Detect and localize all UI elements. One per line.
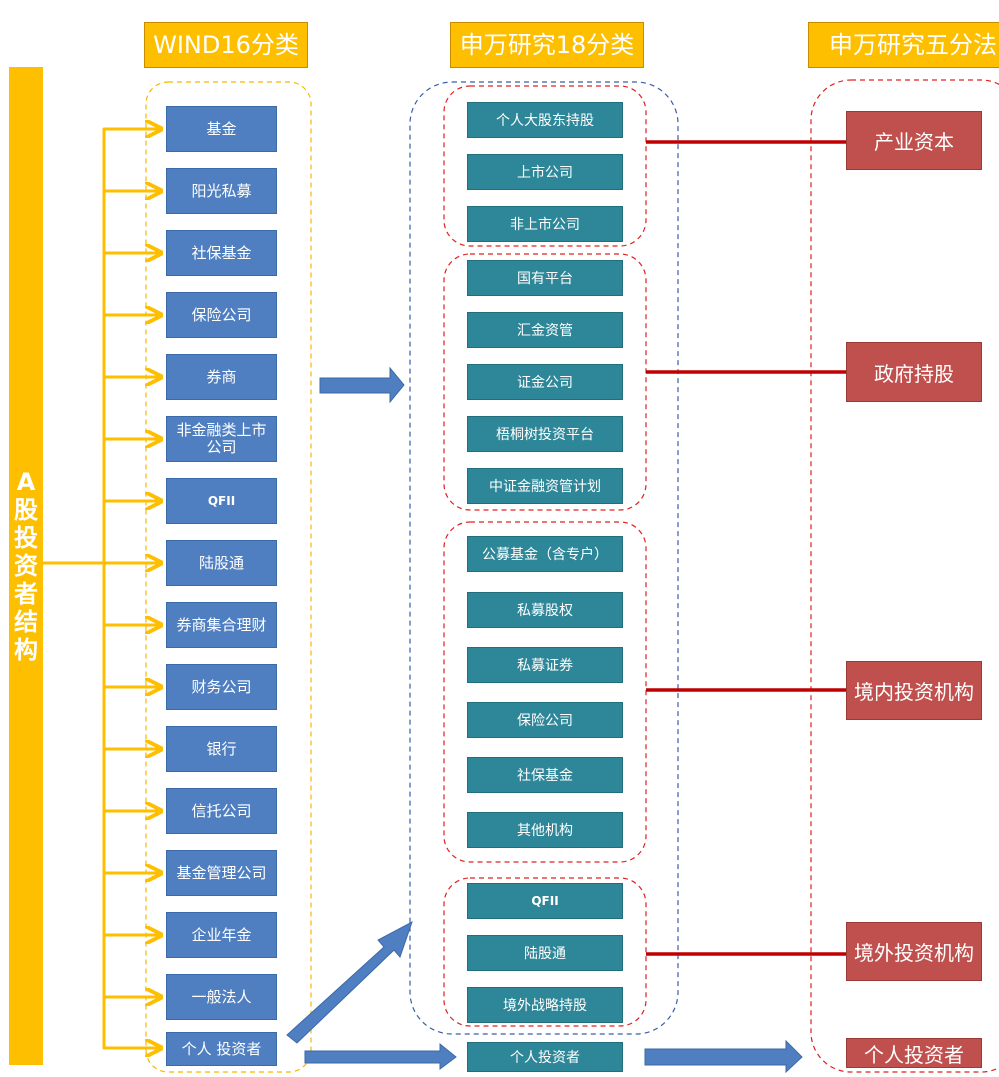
wind-item: 券商集合理财 — [166, 602, 277, 648]
sw18-item: 非上市公司 — [467, 206, 623, 242]
arrow-individual-to-foreign — [286, 920, 413, 1044]
sw18-item: 中证金融资管计划 — [467, 468, 623, 504]
arrow-sw18-to-sw5-individual — [644, 1039, 803, 1074]
sw18-subgroup-foreign-outline — [443, 877, 647, 1027]
label-char: 股 — [14, 496, 38, 524]
sw5-item: 个人投资者 — [846, 1038, 982, 1068]
sw18-subgroup-domestic-outline — [443, 521, 647, 863]
label-char: 构 — [14, 636, 38, 664]
wind-item: 基金管理公司 — [166, 850, 277, 896]
header-sw5: 申万研究五分法 — [808, 22, 999, 68]
wind-item: 企业年金 — [166, 912, 277, 958]
sw18-item: 国有平台 — [467, 260, 623, 296]
sw18-item: 上市公司 — [467, 154, 623, 190]
arrow-wind-to-sw18 — [319, 366, 405, 404]
wind-item: 银行 — [166, 726, 277, 772]
label-char: 资 — [14, 552, 38, 580]
header-wind16: WIND16分类 — [144, 22, 308, 68]
a-share-investor-structure-label: A 股 投 资 者 结 构 — [9, 67, 43, 1065]
wind-item: 阳光私募 — [166, 168, 277, 214]
label-char: 投 — [14, 524, 38, 552]
sw18-item: 陆股通 — [467, 935, 623, 971]
arrow-individual-to-sw18 — [304, 1042, 457, 1070]
sw18-item-individual: 个人投资者 — [467, 1042, 623, 1072]
sw18-subgroup-industry-outline — [443, 85, 647, 247]
label-char: A — [16, 468, 36, 496]
sw18-item: 保险公司 — [467, 702, 623, 738]
sw18-item: 私募证券 — [467, 647, 623, 683]
sw18-group-outline — [409, 81, 679, 1035]
header-sw18: 申万研究18分类 — [450, 22, 644, 68]
sw18-item: 梧桐树投资平台 — [467, 416, 623, 452]
sw18-item: 公募基金（含专户） — [467, 536, 623, 572]
sw18-item: 社保基金 — [467, 757, 623, 793]
wind-item: QFII — [166, 478, 277, 524]
wind-item: 一般法人 — [166, 974, 277, 1020]
yellow-fan-arrows — [104, 129, 160, 1048]
sw18-item: 个人大股东持股 — [467, 102, 623, 138]
sw5-item: 产业资本 — [846, 111, 982, 170]
wind-item: 财务公司 — [166, 664, 277, 710]
wind-item: 保险公司 — [166, 292, 277, 338]
label-char: 结 — [14, 608, 38, 636]
yellow-fan-connectors — [41, 127, 106, 1050]
sw18-item: 境外战略持股 — [467, 987, 623, 1023]
wind-item: 非金融类上市公司 — [166, 416, 277, 462]
sw5-item: 境外投资机构 — [846, 922, 982, 981]
wind-item: 券商 — [166, 354, 277, 400]
red-connectors — [646, 140, 846, 956]
sw18-item: 证金公司 — [467, 364, 623, 400]
label-char: 者 — [14, 580, 38, 608]
wind-item: 个人 投资者 — [166, 1032, 277, 1066]
wind-item: 基金 — [166, 106, 277, 152]
sw5-group-outline — [810, 79, 999, 1073]
wind-item: 信托公司 — [166, 788, 277, 834]
wind-group-outline — [145, 81, 312, 1073]
wind-item: 社保基金 — [166, 230, 277, 276]
sw18-item: QFII — [467, 883, 623, 919]
sw5-item: 境内投资机构 — [846, 661, 982, 720]
sw18-item: 其他机构 — [467, 812, 623, 848]
sw18-item: 私募股权 — [467, 592, 623, 628]
sw18-subgroup-government-outline — [443, 253, 647, 511]
sw5-item: 政府持股 — [846, 342, 982, 402]
sw18-item: 汇金资管 — [467, 312, 623, 348]
wind-item: 陆股通 — [166, 540, 277, 586]
